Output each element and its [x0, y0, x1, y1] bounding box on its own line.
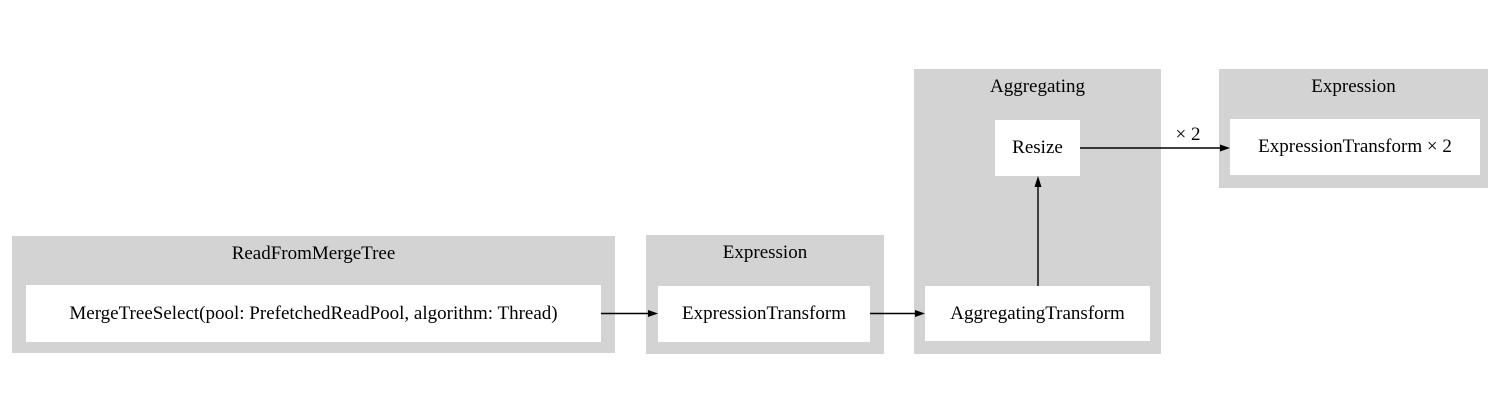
node-aggregatingtransform: AggregatingTransform — [925, 286, 1150, 341]
cluster-title: Aggregating — [990, 76, 1085, 97]
node-resize: Resize — [995, 120, 1080, 176]
node-expressiontransform-x2: ExpressionTransform × 2 — [1230, 119, 1480, 175]
edge-label-x2: × 2 — [1175, 124, 1201, 145]
cluster-title: ReadFromMergeTree — [231, 243, 396, 264]
cluster-title: Expression — [1311, 76, 1396, 97]
cluster-title: Expression — [722, 242, 808, 263]
node-expressiontransform: ExpressionTransform — [658, 286, 870, 342]
node-mergetreeselect: MergeTreeSelect(pool: PrefetchedReadPool… — [26, 285, 601, 342]
